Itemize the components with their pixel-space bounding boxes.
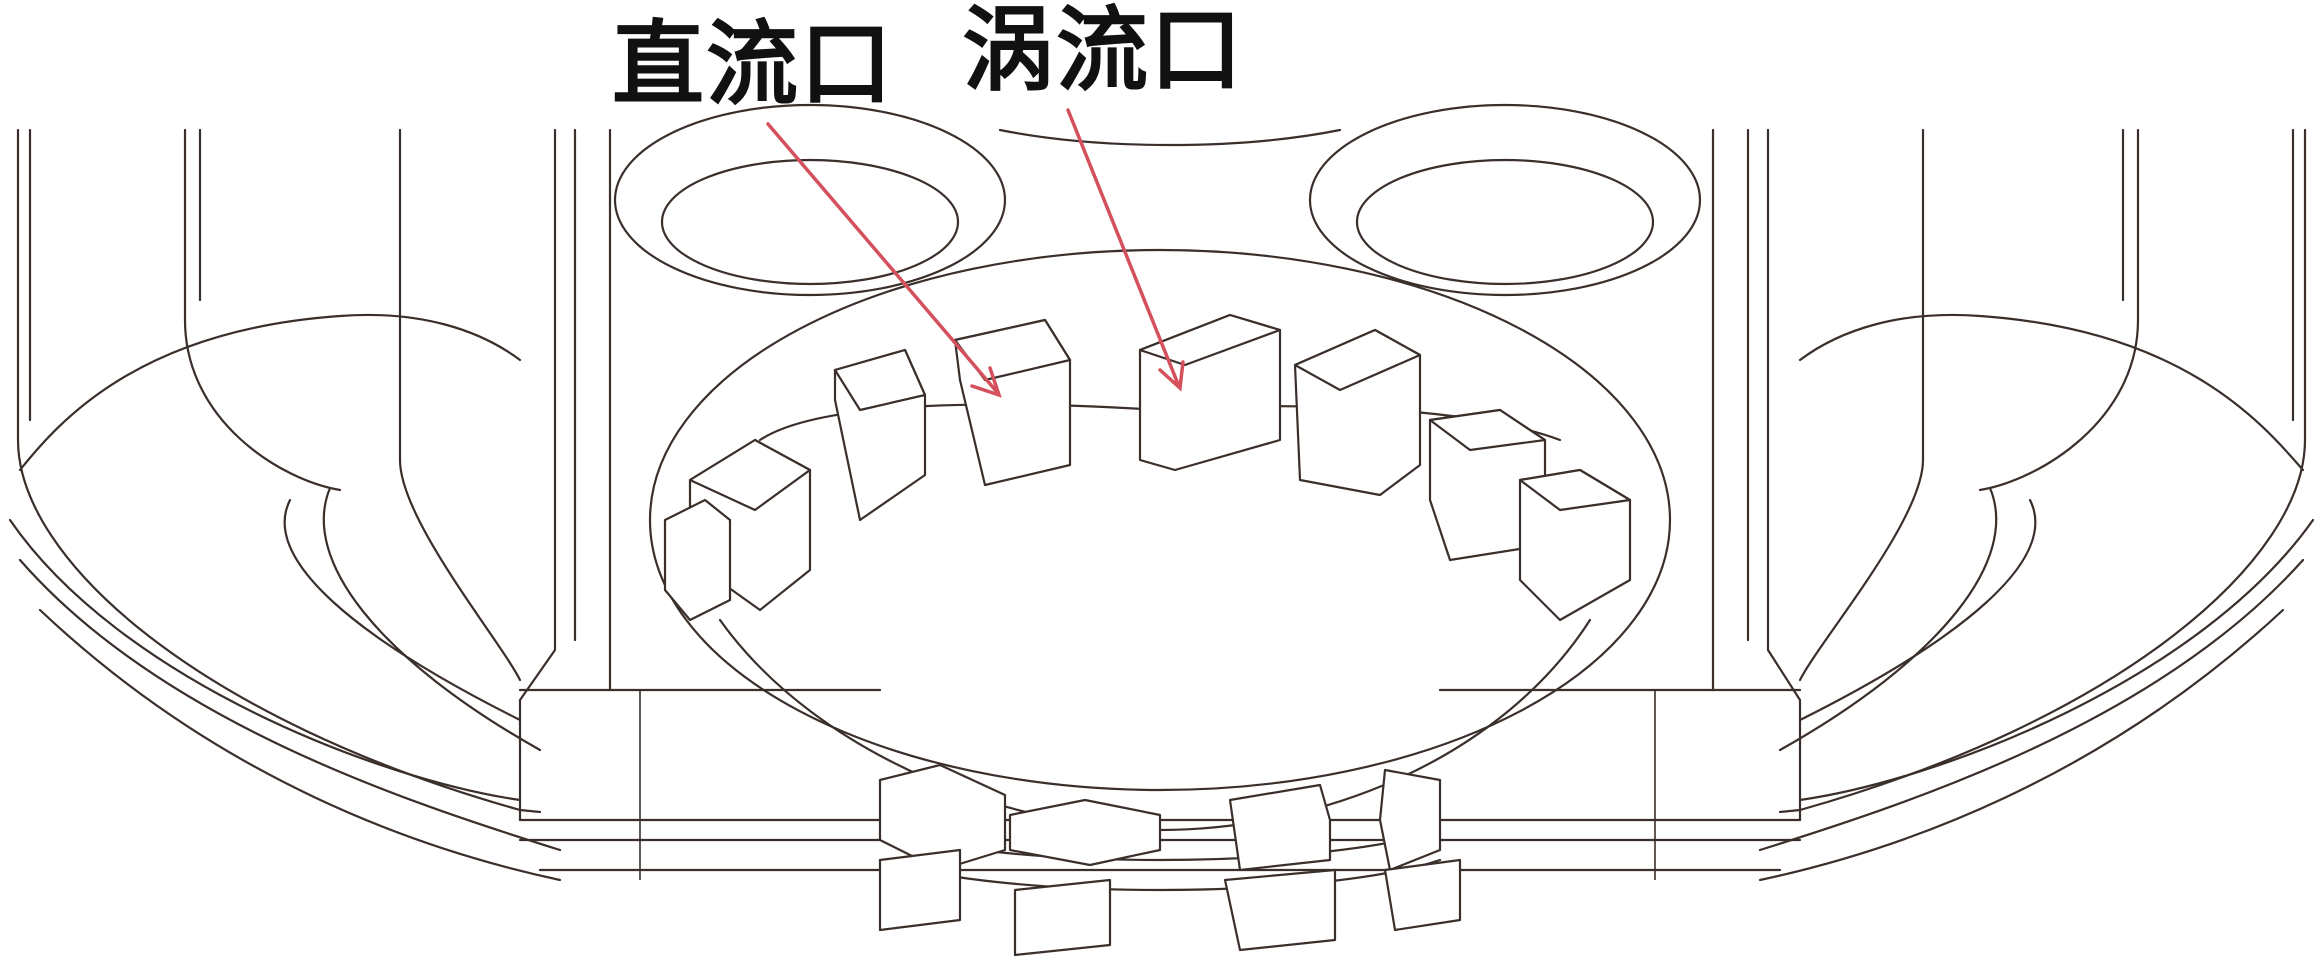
center-walls xyxy=(518,128,1802,880)
top-left-bore xyxy=(613,103,1007,297)
top-center-arc xyxy=(998,128,1342,147)
left-housing xyxy=(8,128,562,882)
swirl-port-arrow xyxy=(1066,108,1180,386)
lower-port-blocks xyxy=(878,763,1462,957)
straight-port-arrowhead xyxy=(970,366,1002,398)
straight-port-label: 直流口 xyxy=(612,10,895,118)
right-housing xyxy=(1758,128,2315,882)
pointer-arrows xyxy=(766,108,1185,398)
upper-port-blocks xyxy=(663,313,1632,622)
straight-port-arrow xyxy=(766,122,999,394)
swirl-port-arrowhead xyxy=(1158,360,1185,392)
top-right-bore xyxy=(1308,103,1702,297)
swirl-port-label: 涡流口 xyxy=(962,0,1245,104)
